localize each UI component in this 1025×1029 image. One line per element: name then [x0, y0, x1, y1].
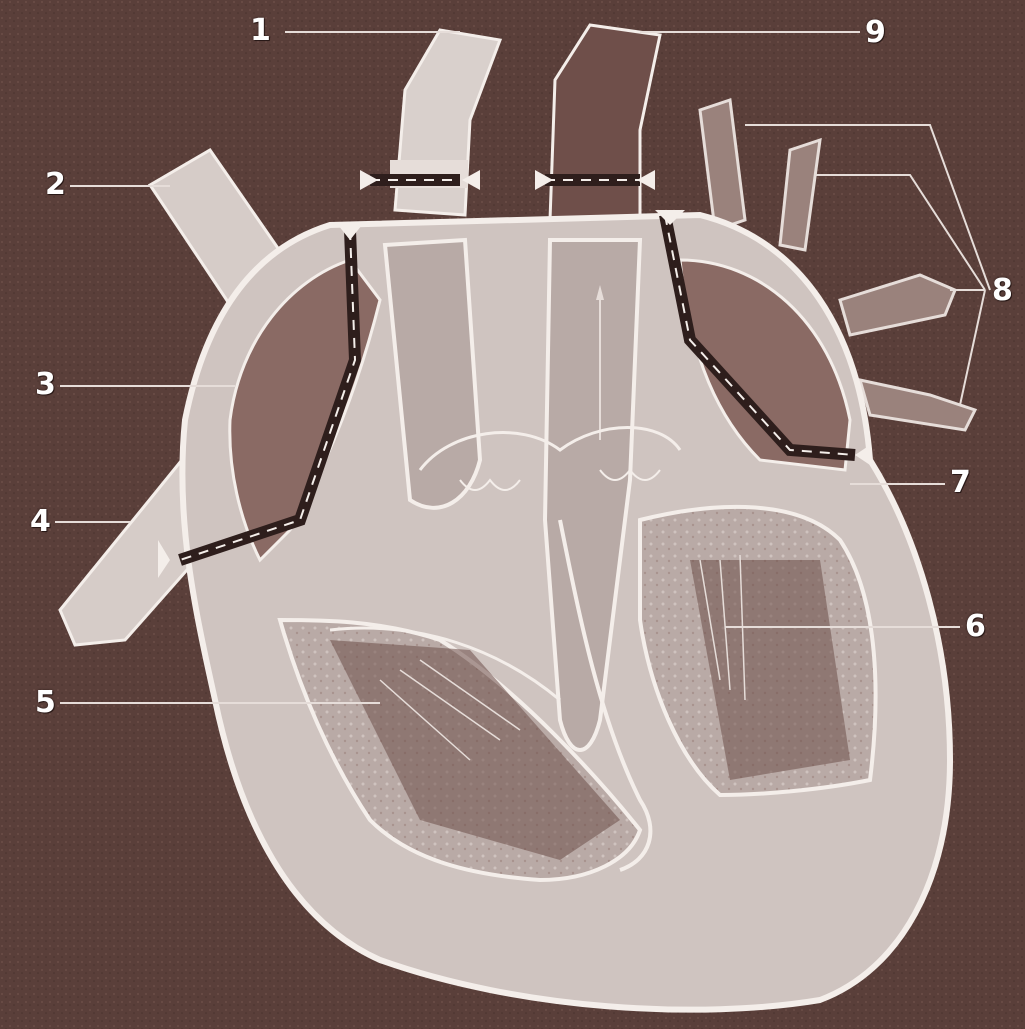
callout-label-4: 4: [30, 507, 51, 537]
callout-label-6: 6: [965, 612, 986, 642]
callout-label-3: 3: [35, 370, 56, 400]
callout-label-8: 8: [992, 276, 1013, 306]
callout-label-1: 1: [250, 16, 271, 46]
callout-label-2: 2: [45, 170, 66, 200]
callout-label-5: 5: [35, 688, 56, 718]
callout-label-9: 9: [865, 18, 886, 48]
callout-label-7: 7: [950, 468, 971, 498]
